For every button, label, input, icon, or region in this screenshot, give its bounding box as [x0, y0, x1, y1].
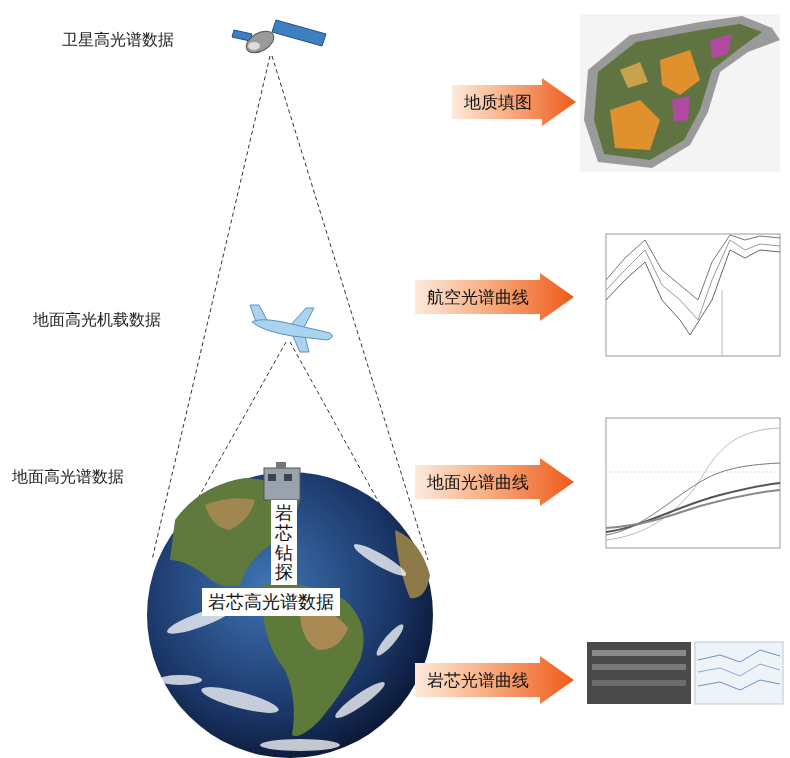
core-spectra-panel: [695, 642, 783, 704]
node-text: 地质填图: [452, 78, 532, 126]
source-label: 地面高光机载数据: [33, 310, 161, 330]
arrow-fill: [415, 656, 574, 704]
spectrum-line: [606, 490, 780, 528]
spectrum-line: [606, 240, 780, 320]
output-arrow: 地质填图: [452, 78, 576, 126]
globe-ocean: [147, 472, 433, 758]
view-line: [197, 342, 286, 500]
airborne-spectra-chart: [606, 234, 780, 356]
node-text: 岩芯光谱曲线: [415, 656, 529, 704]
core-stripe: [592, 680, 686, 686]
output-arrow: 地面光谱曲线: [415, 458, 574, 506]
source-label: 卫星高光谱数据: [62, 30, 174, 50]
continent: [205, 498, 255, 530]
plane-fuselage: [252, 320, 332, 340]
map-unit: [610, 100, 660, 150]
cloud: [199, 682, 280, 718]
source-label: 地面高光谱数据: [12, 467, 124, 487]
chart-frame: [606, 234, 780, 356]
map-unit: [710, 34, 732, 58]
arrow-fill: [415, 458, 574, 506]
globe: [147, 472, 433, 758]
spectrum-line: [606, 235, 780, 300]
chart-frame: [606, 418, 780, 548]
core-image: [587, 642, 783, 704]
spectrum-line: [606, 483, 780, 532]
map-unit: [620, 62, 648, 88]
rig-window: [284, 474, 292, 481]
core-spectrum: [698, 680, 780, 690]
data-box: 岩芯高光谱数据: [202, 588, 340, 616]
node-text: 岩芯钻探: [275, 503, 293, 582]
rig-window: [268, 474, 276, 481]
map-region: [594, 24, 762, 160]
ground-spectra-chart: [606, 418, 780, 548]
satellite-lens: [248, 42, 260, 50]
node-text: 岩芯高光谱数据: [208, 590, 334, 614]
core-stripe: [592, 664, 686, 670]
output-arrow: 岩芯光谱曲线: [415, 656, 574, 704]
drill-rig: [264, 462, 300, 500]
arrow-fill: [415, 273, 574, 321]
plane-icon: [250, 305, 332, 352]
map-border-region: [584, 16, 780, 168]
cloud: [158, 675, 202, 685]
cloud: [332, 678, 388, 722]
core-spectrum: [698, 650, 780, 662]
cloud: [373, 621, 406, 658]
chart-marker: [722, 290, 723, 356]
cloud: [260, 739, 340, 751]
core-spectrum: [698, 664, 780, 676]
spectrum-line: [606, 250, 780, 335]
map-unit: [660, 50, 700, 95]
cloud: [351, 540, 409, 580]
spectrum-line: [606, 428, 780, 540]
satellite-icon: [232, 20, 326, 57]
map-unit: [672, 96, 690, 122]
node-text: 地面光谱曲线: [415, 458, 529, 506]
map-ground: [580, 14, 780, 172]
rig-top: [276, 462, 286, 469]
arrow-fill: [452, 78, 576, 126]
continent: [395, 530, 430, 598]
node-text: 航空光谱曲线: [415, 273, 529, 321]
data-box: 岩芯钻探: [271, 500, 297, 585]
core-stripe: [592, 650, 686, 656]
view-lines: [152, 56, 428, 560]
rig-body: [264, 468, 300, 500]
solar-panel: [272, 20, 326, 46]
satellite-body: [243, 27, 278, 58]
geologic-map-image: [580, 14, 780, 172]
output-arrow: 航空光谱曲线: [415, 273, 574, 321]
spectrum-line: [606, 463, 780, 535]
core-photo: [587, 642, 691, 704]
chart-grid: [606, 472, 780, 473]
